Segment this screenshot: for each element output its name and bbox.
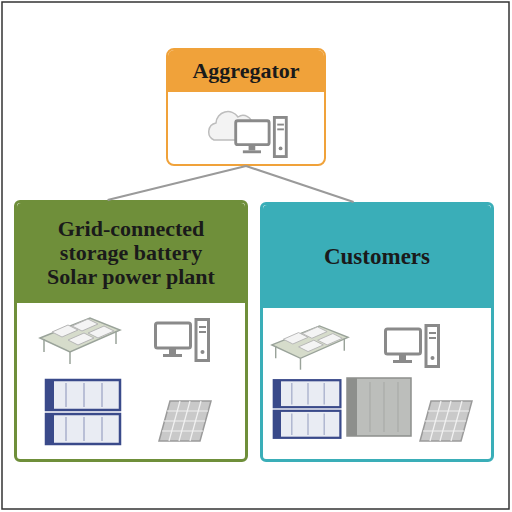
platform-icon [272, 326, 348, 370]
node-header: Aggregator [168, 50, 324, 92]
node-header: Customers [263, 205, 491, 308]
computer-icon [156, 320, 209, 361]
computer-icon [236, 117, 287, 156]
node-label: Customers [324, 244, 430, 269]
platform-icon [40, 318, 120, 364]
battery-icon [46, 380, 120, 444]
battery-icon [274, 380, 341, 438]
solar-panel-icon [420, 401, 472, 441]
node-label: Solar power plant [47, 265, 215, 289]
computer-icon [386, 326, 439, 367]
cabinet-icon [347, 378, 411, 436]
aggregator-box: Aggregator [166, 48, 326, 166]
group-box: Customers [260, 202, 494, 462]
connector-line [246, 166, 354, 202]
connector-line [108, 166, 246, 200]
solar-panel-icon [159, 401, 211, 441]
node-header: Grid-connected storage batterySolar powe… [17, 203, 245, 303]
node-label: Aggregator [192, 59, 299, 83]
group-box: Grid-connected storage batterySolar powe… [14, 200, 248, 462]
node-label: Grid-connected storage battery [21, 217, 241, 265]
